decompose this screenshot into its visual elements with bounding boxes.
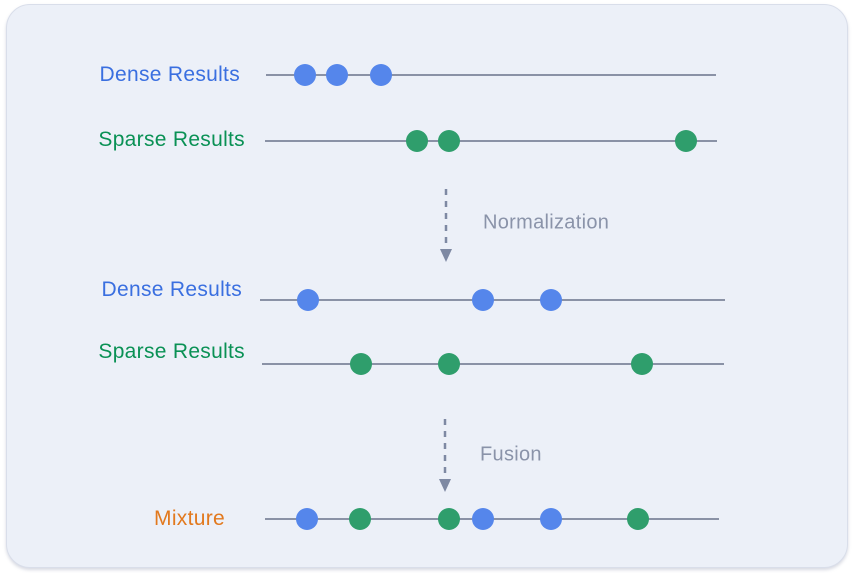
sparse-results-raw-dot xyxy=(675,130,697,152)
normalization-arrow xyxy=(440,189,452,262)
mixture-dot xyxy=(472,508,494,530)
sparse-results-raw-dot xyxy=(438,130,460,152)
sparse-results-raw-line xyxy=(265,140,717,142)
diagram-card xyxy=(6,4,848,568)
sparse-results-normalized-dot xyxy=(350,353,372,375)
mixture-dot xyxy=(438,508,460,530)
fusion-arrow-label: Fusion xyxy=(480,443,542,466)
dense-results-normalized-label: Dense Results xyxy=(101,278,242,301)
sparse-results-raw-label: Sparse Results xyxy=(98,128,245,151)
dense-results-raw-dot xyxy=(326,64,348,86)
dense-results-raw-line xyxy=(266,74,716,76)
sparse-results-normalized-label: Sparse Results xyxy=(98,340,245,363)
mixture-dot xyxy=(627,508,649,530)
mixture-dot xyxy=(296,508,318,530)
dense-results-normalized-dot xyxy=(472,289,494,311)
mixture-dot xyxy=(349,508,371,530)
sparse-results-raw-dot xyxy=(406,130,428,152)
dense-results-raw-dot xyxy=(370,64,392,86)
sparse-results-normalized-dot xyxy=(631,353,653,375)
sparse-results-normalized-dot xyxy=(438,353,460,375)
dense-results-normalized-dot xyxy=(540,289,562,311)
dense-results-raw-dot xyxy=(294,64,316,86)
normalization-arrow-label: Normalization xyxy=(483,211,610,234)
sparse-results-normalized-line xyxy=(262,363,724,365)
dense-results-normalized-dot xyxy=(297,289,319,311)
fusion-arrow xyxy=(439,419,451,492)
mixture-dot xyxy=(540,508,562,530)
mixture-label: Mixture xyxy=(154,507,225,530)
dense-results-raw-label: Dense Results xyxy=(99,63,240,86)
